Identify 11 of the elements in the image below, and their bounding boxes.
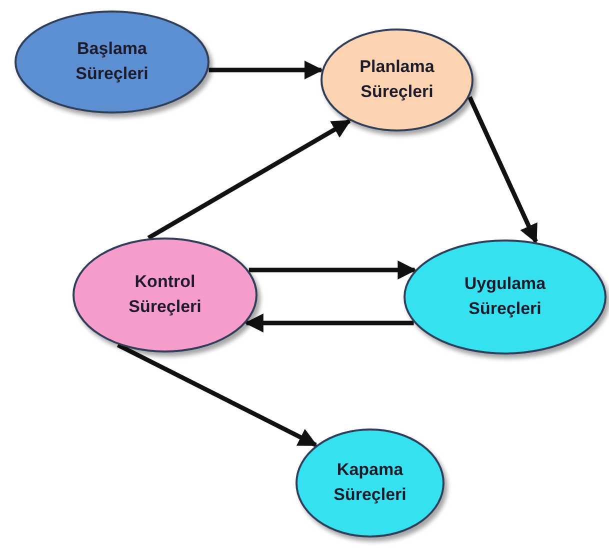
arrow bbox=[244, 314, 414, 332]
node-label: Kapama Süreçleri bbox=[332, 459, 408, 506]
arrow bbox=[147, 118, 352, 240]
arrow bbox=[248, 260, 417, 280]
node-label: Kontrol Süreçleri bbox=[128, 271, 202, 318]
arrow bbox=[208, 60, 324, 80]
arrow bbox=[116, 343, 318, 447]
arrow bbox=[468, 96, 538, 244]
node-label: Planlama Süreçleri bbox=[358, 56, 436, 103]
node-label: Başlama Süreçleri bbox=[74, 38, 150, 85]
node-label: Uygulama Süreçleri bbox=[463, 273, 547, 320]
